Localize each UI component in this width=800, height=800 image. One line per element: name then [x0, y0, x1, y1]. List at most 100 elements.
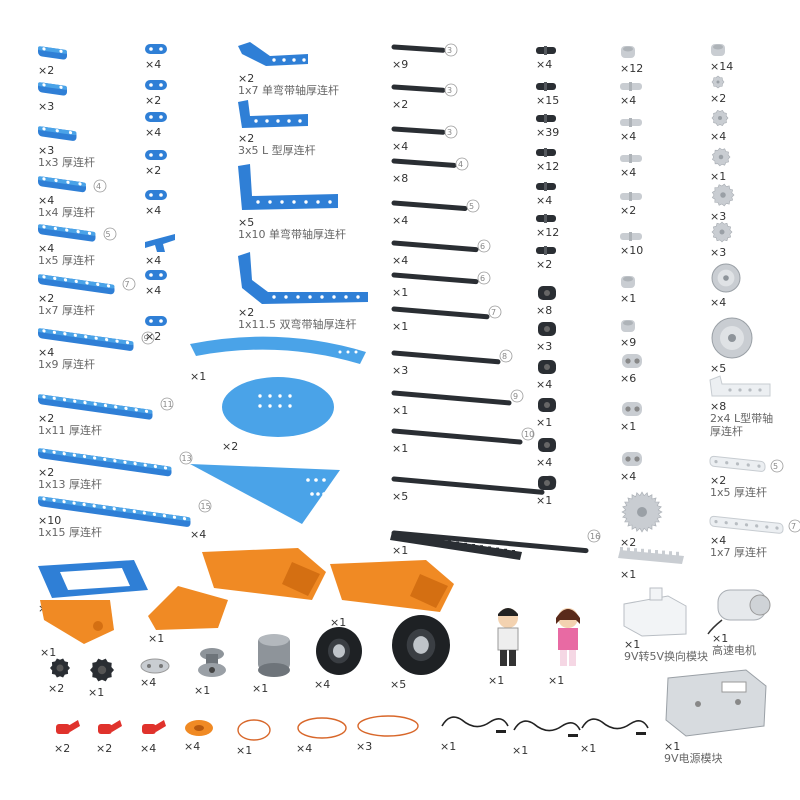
quantity-label: ×4 — [145, 204, 162, 217]
part-image — [709, 455, 766, 472]
quantity-label: ×3 — [38, 144, 55, 157]
part-image — [391, 530, 589, 554]
length-badge: 6 — [477, 239, 491, 253]
badge-ring-icon — [103, 227, 116, 241]
part-image — [145, 190, 167, 200]
quantity-label: ×1 — [236, 744, 253, 757]
part-image — [391, 126, 446, 135]
quantity-label: ×2 — [238, 306, 255, 319]
part-name-label: 1x7 单弯带轴厚连杆 — [238, 84, 340, 97]
quantity-label: ×1 — [620, 292, 637, 305]
part-image — [38, 46, 67, 60]
part-image — [536, 114, 556, 123]
part-image — [392, 615, 450, 675]
quantity-label: ×9 — [620, 336, 637, 349]
quantity-label: ×1 — [392, 544, 409, 557]
quantity-label: ×2 — [238, 72, 255, 85]
quantity-label: ×2 — [54, 742, 71, 755]
quantity-label: ×1 — [624, 638, 641, 651]
part-image — [238, 252, 368, 304]
part-image — [620, 118, 642, 127]
length-badge: 7 — [122, 277, 135, 291]
part-image — [536, 46, 556, 55]
quantity-label: ×4 — [140, 676, 157, 689]
quantity-label: ×2 — [392, 98, 409, 111]
part-image — [237, 719, 271, 741]
length-badge: 9 — [510, 389, 524, 403]
quantity-label: ×3 — [536, 340, 553, 353]
quantity-label: ×2 — [38, 466, 55, 479]
part-image — [536, 214, 556, 223]
length-badge: 10 — [521, 427, 535, 441]
length-badge: 7 — [788, 519, 800, 533]
part-image — [238, 164, 338, 210]
quantity-label: ×1 — [330, 616, 347, 629]
part-image — [538, 438, 556, 452]
quantity-label: ×5 — [390, 678, 407, 691]
part-image — [357, 715, 419, 737]
quantity-label: ×1 — [488, 674, 505, 687]
quantity-label: ×4 — [620, 470, 637, 483]
quantity-label: ×4 — [620, 94, 637, 107]
badge-ring-icon — [122, 277, 135, 291]
part-image — [391, 158, 457, 168]
quantity-label: ×2 — [96, 742, 113, 755]
quantity-label: ×8 — [536, 304, 553, 317]
quantity-label: ×1 — [40, 646, 57, 659]
part-image — [621, 320, 635, 332]
part-image — [621, 491, 663, 533]
part-image — [497, 608, 519, 666]
part-image — [711, 44, 725, 56]
quantity-label: ×2 — [238, 132, 255, 145]
quantity-label: ×2 — [145, 164, 162, 177]
part-image — [620, 154, 642, 163]
part-image — [665, 669, 767, 737]
part-name-label: 1x11 厚连杆 — [38, 424, 103, 437]
quantity-label: ×3 — [38, 100, 55, 113]
badge-ring-icon — [444, 83, 458, 97]
part-image — [441, 716, 509, 733]
quantity-label: ×3 — [710, 210, 727, 223]
quantity-label: ×5 — [710, 362, 727, 375]
quantity-label: ×1 — [252, 682, 269, 695]
part-image — [709, 515, 784, 534]
quantity-label: ×4 — [392, 214, 409, 227]
length-badge: 9 — [141, 331, 154, 345]
part-name-label: 1x10 单弯带轴厚连杆 — [238, 228, 347, 241]
quantity-label: ×2 — [620, 536, 637, 549]
part-image — [536, 148, 556, 157]
part-name-label: 1x7 厚连杆 — [38, 304, 96, 317]
quantity-label: ×10 — [620, 244, 644, 257]
part-image — [513, 720, 581, 737]
quantity-label: ×2 — [222, 440, 239, 453]
quantity-label: ×2 — [145, 330, 162, 343]
part-image — [38, 224, 96, 242]
part-name-label: 9V电源模块 — [664, 752, 723, 765]
part-name-label: 2x4 L型带轴 厚连杆 — [710, 412, 774, 438]
quantity-label: ×1 — [620, 420, 637, 433]
quantity-label: ×1 — [392, 320, 409, 333]
length-badge: 13 — [179, 451, 192, 465]
badge-ring-icon — [160, 397, 173, 411]
part-image — [391, 200, 468, 211]
badge-ring-icon — [499, 349, 513, 363]
length-badge: 3 — [444, 83, 458, 97]
length-badge: 11 — [160, 397, 173, 411]
quantity-label: ×1 — [580, 742, 597, 755]
quantity-label: ×15 — [536, 94, 560, 107]
part-name-label: 9V转5V换向模块 — [624, 650, 709, 663]
badge-ring-icon — [510, 389, 524, 403]
part-image — [391, 272, 479, 285]
part-image — [40, 600, 114, 644]
part-image — [145, 316, 167, 326]
length-badge: 6 — [477, 271, 491, 285]
quantity-label: ×10 — [38, 514, 62, 527]
part-image — [711, 317, 753, 359]
part-image — [38, 328, 134, 351]
quantity-label: ×1 — [710, 170, 727, 183]
badge-ring-icon — [488, 305, 502, 319]
quantity-label: ×4 — [536, 194, 553, 207]
part-image — [238, 100, 308, 128]
part-image — [620, 192, 642, 201]
badge-ring-icon — [521, 427, 535, 441]
